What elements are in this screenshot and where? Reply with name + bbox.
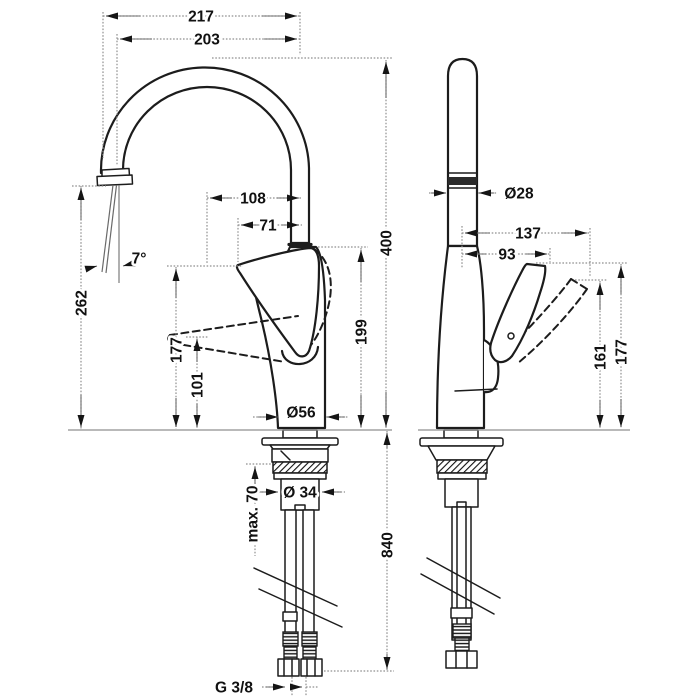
shank-notch (294, 504, 306, 511)
dim-label-handle-raised-reach: 137 (515, 226, 541, 243)
dim-label-shank-diameter: Ø 34 (283, 485, 317, 502)
hose-band-side (450, 607, 473, 619)
base-neck-side (443, 429, 479, 439)
base-notch (280, 450, 291, 461)
dim-label-handle-tip-height: 177 (169, 337, 186, 363)
dim-label-handle-raised-height: 161 (593, 344, 610, 370)
water-stream-edge (101, 184, 114, 273)
dim-label-base-diameter: Ø56 (286, 405, 316, 422)
dim-label-body-height: 199 (354, 319, 371, 345)
arrowhead (122, 259, 136, 267)
dim-label-hose-length: 840 (380, 532, 397, 558)
handle-pivot-screw (507, 332, 515, 340)
washer-ring-side (437, 472, 487, 480)
break-mark (258, 588, 343, 628)
supply-hose-right (302, 509, 315, 641)
handle-raised-right-edge (517, 288, 588, 364)
hose-thread-right (302, 645, 317, 660)
spout-outline (99, 66, 311, 245)
hex-nut-side (445, 650, 478, 669)
dimension-labels: 217 203 108 71 400 199 262 177 101 Ø56 7… (71, 6, 633, 699)
dim-label-max-deck-thickness: max. 70 (245, 486, 262, 543)
dim-label-column-diameter: Ø28 (504, 186, 534, 203)
break-mark (426, 557, 501, 599)
dimensions-side (429, 189, 627, 429)
front-view (96, 66, 343, 677)
base-flange-side (419, 437, 504, 447)
lever-solid (235, 246, 321, 358)
swivel-ring (448, 177, 477, 185)
washer-ring (273, 472, 327, 480)
clamp-nut-hatched (272, 461, 328, 474)
hose-thread-left (283, 645, 298, 660)
water-stream-edge2 (105, 184, 118, 274)
dim-label-height-above-deck: 400 (379, 230, 396, 256)
mounting-side (419, 429, 504, 669)
lever-joint-cap (280, 345, 320, 366)
base-cone-side (427, 445, 496, 461)
hex-nut-left (277, 658, 300, 677)
base-neck (282, 429, 318, 439)
side-view (419, 57, 588, 669)
handle-raised-cap (570, 278, 588, 290)
handle-raised-left-edge (504, 278, 572, 353)
hose-band (282, 611, 298, 622)
hose-thread-side (454, 637, 470, 652)
column-outline (446, 57, 479, 248)
mounting-front (253, 429, 343, 677)
clamp-nut-hatched-side (436, 459, 488, 474)
dim-label-spout-width: 203 (194, 32, 220, 49)
hose-fitting-ribbed-side (452, 623, 472, 639)
dim-label-handle-reach: 93 (498, 247, 516, 264)
lever-down-dashed-tip (167, 334, 173, 344)
hose-fitting-ribbed-left (282, 631, 299, 647)
dim-label-handle-down-height: 101 (190, 372, 207, 398)
dim-label-handle-to-axis: 71 (259, 218, 277, 235)
lever-raised-dashed (310, 248, 332, 346)
dim-label-outlet-to-axis: 108 (240, 191, 266, 208)
lever-down-dashed-top (169, 315, 299, 336)
dim-label-thread-size: G 3/8 (215, 680, 253, 697)
body-side (435, 244, 486, 430)
hose-fitting-ribbed-right (301, 631, 318, 647)
dim-label-total-width: 217 (188, 9, 214, 26)
break-mark (253, 567, 338, 607)
break-mark (420, 573, 495, 615)
dimensions-front (72, 12, 394, 696)
spout-aerator (96, 174, 134, 187)
base-flange (261, 437, 339, 446)
lever-down-dashed-bottom (171, 342, 286, 363)
dim-label-outlet-height: 262 (74, 290, 91, 316)
handle-side-solid (489, 262, 547, 364)
dim-label-handle-height: 177 (614, 339, 631, 365)
hex-nut-right (300, 658, 323, 677)
dim-label-stream-angle: 7° (132, 251, 147, 268)
arrowhead (84, 265, 98, 273)
body-joint-line (454, 388, 498, 392)
